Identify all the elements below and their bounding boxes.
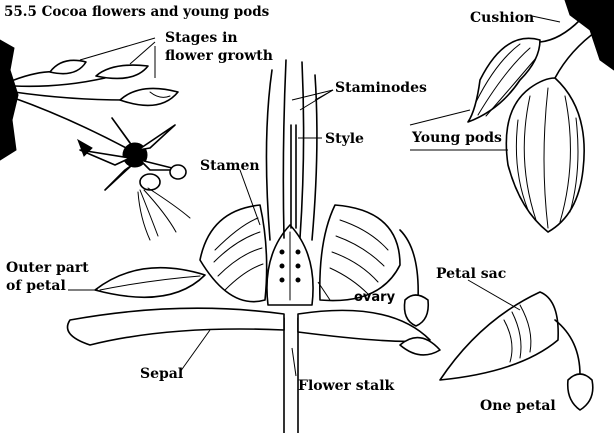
flower-cross-section (66, 59, 441, 433)
label-ovary: ovary (354, 290, 396, 305)
label-sepal: Sepal (140, 366, 183, 382)
leader-lines (68, 15, 561, 377)
label-of-petal: of petal (6, 278, 66, 294)
young-pods-illustration (467, 0, 614, 233)
label-style: Style (325, 131, 364, 147)
label-stages-in: Stages in (165, 30, 238, 46)
label-flower-growth: flower growth (165, 48, 273, 64)
label-one-petal: One petal (480, 398, 556, 414)
label-outer-part: Outer part (6, 260, 89, 276)
flower-branch-illustration (0, 39, 191, 241)
label-stamen: Stamen (200, 158, 260, 174)
label-petal-sac: Petal sac (436, 266, 506, 282)
label-staminodes: Staminodes (335, 80, 427, 96)
one-petal-illustration (439, 291, 594, 411)
label-flower-stalk: Flower stalk (298, 378, 395, 394)
label-young-pods: Young pods (411, 130, 502, 146)
label-cushion: Cushion (470, 10, 534, 26)
figure-title: 55.5 Cocoa flowers and young pods (4, 4, 270, 20)
